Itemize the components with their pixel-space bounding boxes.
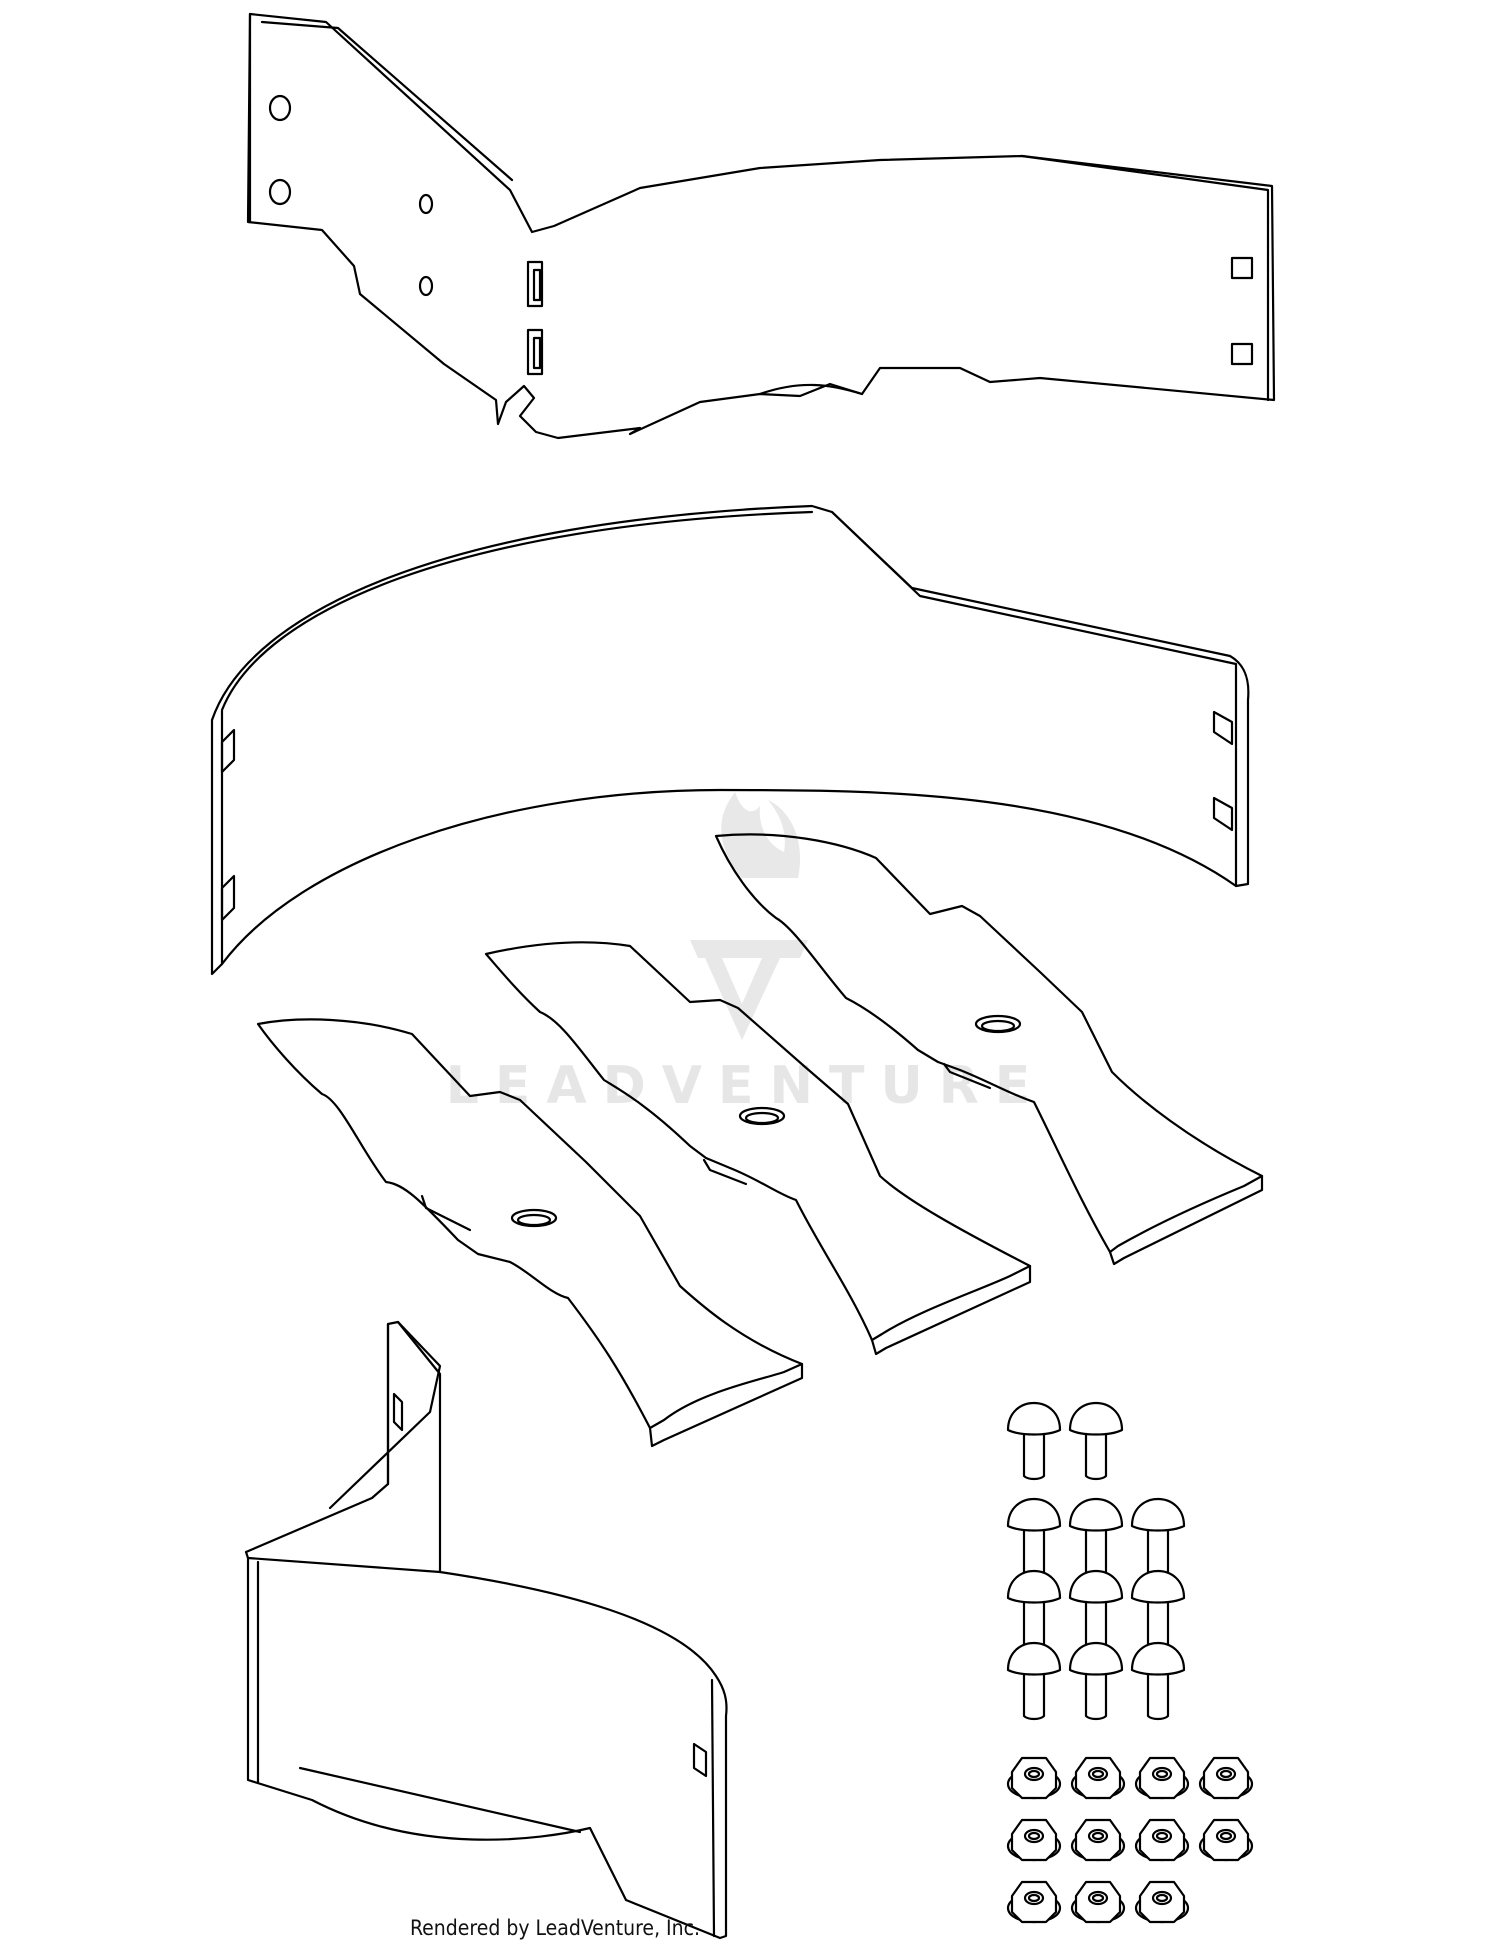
flange-nut [1006, 1756, 1062, 1800]
carriage-bolt [1068, 1497, 1124, 1577]
blade-right [714, 833, 1264, 1266]
flange-nut [1006, 1880, 1062, 1924]
render-credit: Rendered by LeadVenture, Inc. [410, 1916, 700, 1940]
carriage-bolt [1130, 1497, 1186, 1577]
flange-nut [1134, 1756, 1190, 1800]
carriage-bolt [1068, 1641, 1124, 1721]
watermark: LEADVENTURE [446, 792, 1047, 1116]
flange-nut [1198, 1756, 1254, 1800]
baffle-top [246, 12, 1276, 440]
carriage-bolt [1006, 1497, 1062, 1577]
blade-left [256, 1018, 804, 1448]
bolt-set [1006, 1401, 1186, 1721]
carriage-bolt [1068, 1401, 1124, 1481]
flange-nut [1070, 1756, 1126, 1800]
flange-nut [1070, 1818, 1126, 1862]
nut-set [1006, 1756, 1254, 1924]
blade-center [484, 941, 1032, 1356]
carriage-bolt [1130, 1569, 1186, 1649]
baffle-curved [210, 504, 1250, 976]
flange-nut [1006, 1818, 1062, 1862]
flange-nut [1134, 1818, 1190, 1862]
carriage-bolt [1006, 1641, 1062, 1721]
leadventure-logo-watermark [690, 792, 808, 1040]
flange-nut [1198, 1818, 1254, 1862]
carriage-bolt [1130, 1641, 1186, 1721]
carriage-bolt [1006, 1401, 1062, 1481]
carriage-bolt [1006, 1569, 1062, 1649]
flange-nut [1070, 1880, 1126, 1924]
flange-nut [1134, 1880, 1190, 1924]
carriage-bolt [1068, 1569, 1124, 1649]
baffle-bottom [244, 1320, 728, 1940]
watermark-text: LEADVENTURE [446, 1056, 1047, 1116]
